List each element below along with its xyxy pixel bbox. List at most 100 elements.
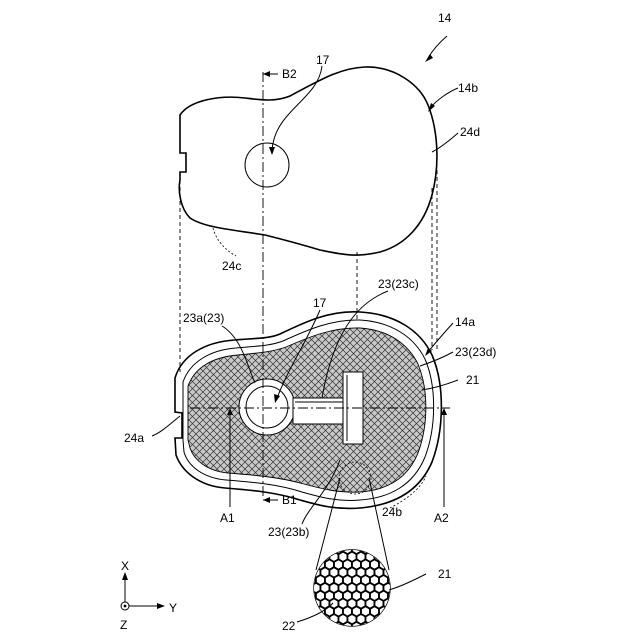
honeycomb-cell	[334, 622, 343, 632]
section-marker-b1	[263, 497, 278, 503]
honeycomb-cell	[393, 630, 402, 640]
label-14b: 14b	[458, 81, 478, 95]
honeycomb-cell	[293, 598, 302, 608]
section-marker-b2	[263, 71, 278, 77]
honeycomb-cell	[343, 622, 352, 632]
honeycomb-cell	[361, 622, 370, 632]
honeycomb-cell	[393, 598, 402, 608]
honeycomb-cell	[302, 630, 311, 640]
label-b1: B1	[282, 493, 297, 507]
top-body-14b	[179, 67, 437, 255]
top-hole-17	[245, 143, 289, 187]
label-14a: 14a	[455, 315, 475, 329]
honeycomb-cell	[402, 614, 411, 624]
label-a1: A1	[220, 511, 235, 525]
label-a2: A2	[434, 511, 449, 525]
honeycomb-cell	[325, 544, 334, 554]
honeycomb-cell	[379, 622, 388, 632]
honeycomb-cell	[311, 630, 320, 640]
honeycomb-cell	[307, 559, 316, 569]
honeycomb-cell	[357, 536, 366, 546]
label-17-bottom: 17	[313, 296, 327, 310]
honeycomb-cell	[293, 583, 302, 593]
label-24d: 24d	[460, 125, 480, 139]
honeycomb-cell	[320, 630, 329, 640]
label-24c: 24c	[222, 259, 241, 273]
honeycomb-cell	[397, 544, 406, 554]
honeycomb-cell	[357, 630, 366, 640]
honeycomb-cell	[393, 536, 402, 546]
honeycomb-cell	[348, 536, 357, 546]
honeycomb-cell	[316, 622, 325, 632]
label-23c: 23(23c)	[378, 277, 419, 291]
honeycomb-cell	[302, 552, 311, 562]
honeycomb-cell	[402, 536, 411, 546]
honeycomb-cell	[388, 544, 397, 554]
honeycomb-cell	[311, 614, 320, 624]
honeycomb-cell	[388, 622, 397, 632]
honeycomb-cell	[402, 552, 411, 562]
honeycomb-cell	[397, 559, 406, 569]
label-23a: 23a(23)	[183, 311, 224, 325]
honeycomb-cell	[298, 544, 307, 554]
label-axis-z: Z	[120, 618, 127, 632]
honeycomb-cell	[298, 559, 307, 569]
honeycomb-zoom	[293, 536, 415, 640]
honeycomb-cell	[311, 536, 320, 546]
honeycomb-cell	[302, 567, 311, 577]
honeycomb-cell	[384, 536, 393, 546]
honeycomb-cell	[298, 591, 307, 601]
honeycomb-cell	[393, 552, 402, 562]
honeycomb-cell	[393, 567, 402, 577]
honeycomb-cell	[316, 606, 325, 616]
honeycomb-cell	[348, 630, 357, 640]
honeycomb-cell	[402, 598, 411, 608]
honeycomb-cell	[302, 583, 311, 593]
honeycomb-cell	[397, 606, 406, 616]
honeycomb-cell	[338, 630, 347, 640]
label-axis-y: Y	[169, 601, 177, 615]
bottom-body-14a	[175, 312, 441, 509]
label-21: 21	[466, 373, 480, 387]
honeycomb-cell	[406, 606, 415, 616]
honeycomb-cell	[370, 622, 379, 632]
honeycomb-cell	[384, 630, 393, 640]
honeycomb-cell	[293, 567, 302, 577]
honeycomb-cell	[384, 614, 393, 624]
honeycomb-cell	[375, 630, 384, 640]
honeycomb-cell	[329, 630, 338, 640]
honeycomb-cell	[393, 614, 402, 624]
honeycomb-cell	[325, 622, 334, 632]
label-23b: 23(23b)	[268, 525, 309, 539]
honeycomb-cell	[406, 544, 415, 554]
honeycomb-cell	[406, 591, 415, 601]
axes-indicator	[121, 572, 165, 610]
label-24b: 24b	[382, 505, 402, 519]
honeycomb-cell	[388, 606, 397, 616]
honeycomb-cell	[329, 536, 338, 546]
honeycomb-cell	[302, 598, 311, 608]
label-24a: 24a	[124, 431, 144, 445]
honeycomb-cell	[366, 536, 375, 546]
honeycomb-cell	[366, 630, 375, 640]
honeycomb-cell	[338, 536, 347, 546]
label-22: 22	[282, 619, 296, 633]
honeycomb-cell	[406, 622, 415, 632]
honeycomb-cell	[388, 559, 397, 569]
honeycomb-cell	[320, 536, 329, 546]
label-b2: B2	[282, 67, 297, 81]
honeycomb-cell	[402, 567, 411, 577]
honeycomb-cell	[379, 606, 388, 616]
label-17-top: 17	[316, 53, 330, 67]
honeycomb-cell	[307, 544, 316, 554]
honeycomb-cell	[307, 622, 316, 632]
honeycomb-cell	[302, 614, 311, 624]
honeycomb-cell	[370, 544, 379, 554]
label-23d: 23(23d)	[455, 345, 496, 359]
honeycomb-cell	[397, 591, 406, 601]
label-axis-x: X	[121, 559, 129, 573]
honeycomb-cell	[298, 606, 307, 616]
label-14: 14	[438, 11, 452, 25]
honeycomb-cell	[406, 559, 415, 569]
